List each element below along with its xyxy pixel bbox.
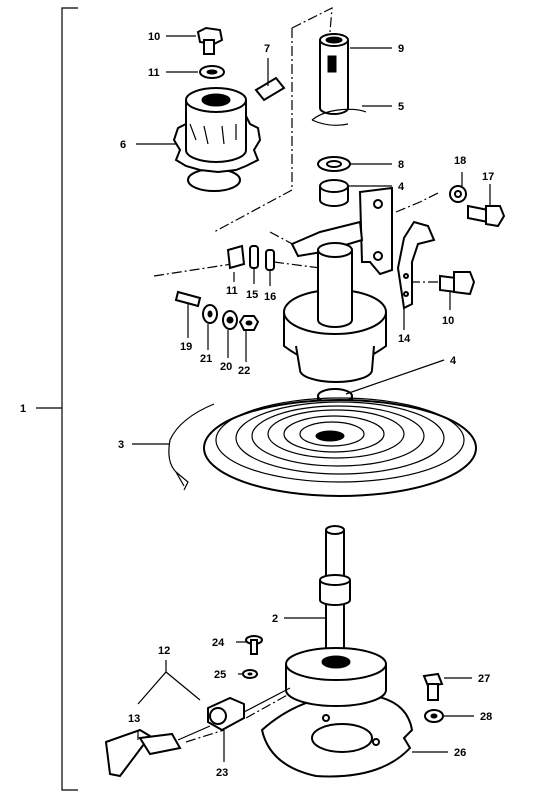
part-28-washer <box>424 709 444 723</box>
callout-21: 21 <box>200 353 212 365</box>
part-5-clip <box>311 108 367 126</box>
part-21-washer <box>202 304 218 324</box>
callout-9: 9 <box>398 43 404 55</box>
hub-assembly <box>283 242 387 383</box>
part-25-washer <box>242 669 258 679</box>
callout-11-mid: 11 <box>226 285 238 297</box>
part-20-washer <box>222 310 238 330</box>
part-6-gear <box>172 87 262 192</box>
callout-15: 15 <box>246 289 258 301</box>
part-27-bolt <box>422 672 444 701</box>
part-17-bolt <box>467 204 506 228</box>
part-11-nut-upper <box>199 65 225 79</box>
callout-8: 8 <box>398 159 404 171</box>
leader-lines <box>132 35 491 762</box>
callout-4-upper: 4 <box>398 181 405 193</box>
callout-12: 12 <box>158 645 170 657</box>
callout-labels: 1 2 3 4 4 5 6 7 8 9 10 10 11 11 12 13 14… <box>20 31 494 779</box>
callout-22: 22 <box>238 365 250 377</box>
part-2-reel-shaft <box>319 525 351 657</box>
part-24-screw <box>245 635 263 655</box>
callout-1: 1 <box>20 403 26 415</box>
callout-28: 28 <box>480 711 492 723</box>
callout-26: 26 <box>454 747 466 759</box>
callout-2: 2 <box>272 613 278 625</box>
part-14-lever <box>396 220 436 310</box>
callout-10-upper: 10 <box>148 31 160 43</box>
part-15-spring <box>249 245 259 269</box>
callout-17: 17 <box>482 171 494 183</box>
part-8-washer <box>317 156 351 172</box>
callout-19: 19 <box>180 341 192 353</box>
callout-6: 6 <box>120 139 126 151</box>
callout-4-lower: 4 <box>450 355 457 367</box>
part-16-spring <box>265 249 275 271</box>
part-13-starter-handle <box>104 687 291 778</box>
callout-10-right: 10 <box>442 315 454 327</box>
part-7-pin <box>254 76 286 102</box>
callout-27: 27 <box>478 673 490 685</box>
callout-7: 7 <box>264 43 270 55</box>
part-22-nut <box>238 315 260 331</box>
callout-16: 16 <box>264 291 276 303</box>
callout-13: 13 <box>128 713 140 725</box>
part-23-rope-guide <box>207 696 245 732</box>
callout-20: 20 <box>220 361 232 373</box>
callout-24: 24 <box>212 637 225 649</box>
part-10-bolt-right <box>439 271 476 296</box>
part-4-bushing-upper <box>319 179 349 207</box>
part-19-pin <box>174 290 202 308</box>
callout-5: 5 <box>398 101 404 113</box>
assembly-bracket <box>36 7 78 791</box>
bracket-plate <box>290 186 393 276</box>
callout-11-upper: 11 <box>148 67 160 79</box>
callout-18: 18 <box>454 155 466 167</box>
callout-25: 25 <box>214 669 226 681</box>
part-11-nut-mid <box>226 244 246 270</box>
reference-lines <box>153 6 441 743</box>
part-3-spiral-spring <box>168 397 477 497</box>
callout-3: 3 <box>118 439 124 451</box>
part-9-sleeve <box>319 33 349 115</box>
callout-14: 14 <box>398 333 411 345</box>
part-10-bolt-upper <box>196 26 224 55</box>
callout-23: 23 <box>216 767 228 779</box>
reel-drum <box>285 647 387 707</box>
part-18-washer <box>449 185 467 203</box>
